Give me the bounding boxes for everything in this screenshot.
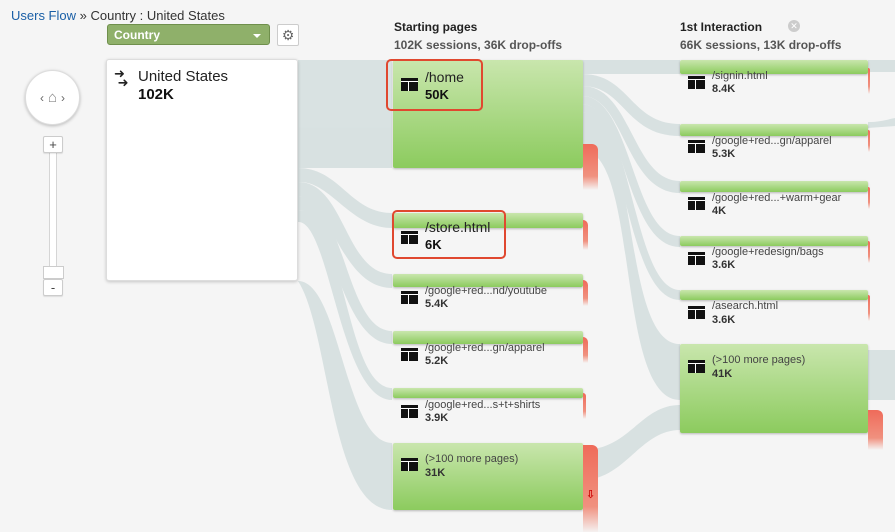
interaction-page-node[interactable]: /google+red...gn/apparel 5.3K bbox=[680, 124, 870, 160]
column-title: Starting pages bbox=[394, 20, 478, 34]
page-label: /google+red...+warm+gear bbox=[712, 192, 842, 204]
breadcrumb-separator: » bbox=[76, 8, 91, 23]
dropoff-arrow-icon: ⇩ bbox=[586, 489, 596, 501]
pan-navigator: ‹ ⌂ › bbox=[25, 70, 80, 125]
page-label: /google+red...s+t+shirts bbox=[425, 399, 541, 411]
column-summary: 66K sessions, 13K drop-offs bbox=[680, 38, 842, 52]
close-icon[interactable]: ✕ bbox=[788, 20, 800, 32]
page-count: 8.4K bbox=[712, 83, 736, 95]
page-label: /signin.html bbox=[712, 70, 768, 82]
page-label: /google+red...nd/youtube bbox=[425, 285, 548, 297]
column-summary: 102K sessions, 36K drop-offs bbox=[394, 38, 563, 52]
page-label: /google+redesign/bags bbox=[712, 246, 824, 258]
starting-page-node[interactable]: /home 50K bbox=[393, 60, 598, 190]
breadcrumb-current: Country : United States bbox=[90, 8, 225, 23]
column-title: 1st Interaction bbox=[680, 20, 763, 34]
dimension-dropdown[interactable]: Country bbox=[107, 24, 270, 45]
page-icon bbox=[688, 197, 705, 210]
page-icon bbox=[401, 231, 418, 244]
page-label: (>100 more pages) bbox=[712, 354, 806, 366]
page-label: /home bbox=[425, 69, 464, 85]
dimension-dropdown-label: Country bbox=[114, 28, 160, 42]
page-icon bbox=[401, 458, 418, 471]
page-icon bbox=[401, 405, 418, 418]
page-count: 3.6K bbox=[712, 314, 736, 326]
gear-icon: ⚙ bbox=[281, 27, 295, 43]
page-label: (>100 more pages) bbox=[425, 453, 519, 465]
home-icon[interactable]: ⌂ bbox=[47, 89, 58, 106]
pan-left-button[interactable]: ‹ bbox=[39, 90, 44, 105]
entrance-arrows-icon: ➜ ➜ bbox=[114, 66, 129, 90]
column-header-starting-pages: Starting pages 102K sessions, 36K drop-o… bbox=[394, 20, 562, 52]
interaction-page-node[interactable]: /asearch.html 3.6K bbox=[680, 290, 870, 326]
page-count: 5.3K bbox=[712, 148, 736, 160]
page-count: 3.6K bbox=[712, 259, 736, 271]
interaction-page-node[interactable]: /google+redesign/bags 3.6K bbox=[680, 236, 870, 271]
page-count: 6K bbox=[425, 237, 442, 252]
breadcrumb: Users Flow » Country : United States bbox=[11, 8, 225, 23]
page-count: 50K bbox=[425, 87, 449, 102]
interaction-page-node[interactable]: /google+red...+warm+gear 4K bbox=[680, 181, 870, 217]
column-header-1st-interaction: 1st Interaction 66K sessions, 13K drop-o… bbox=[680, 20, 841, 52]
zoom-out-button[interactable]: - bbox=[43, 279, 63, 296]
breadcrumb-users-flow-link[interactable]: Users Flow bbox=[11, 8, 77, 23]
settings-button[interactable]: ⚙ bbox=[277, 24, 299, 46]
page-icon bbox=[688, 140, 705, 153]
country-name: United States bbox=[138, 68, 229, 85]
page-label: /store.html bbox=[425, 219, 491, 235]
page-count: 3.9K bbox=[425, 412, 449, 424]
page-count: 5.4K bbox=[425, 298, 449, 310]
page-count: 31K bbox=[425, 467, 446, 479]
zoom-in-button[interactable]: + bbox=[43, 136, 63, 153]
starting-page-node[interactable]: ⇩ (>100 more pages) 31K bbox=[393, 443, 598, 532]
page-icon bbox=[401, 78, 418, 91]
starting-page-node[interactable]: /google+red...gn/apparel 5.2K bbox=[393, 331, 588, 367]
page-icon bbox=[401, 291, 418, 304]
pan-right-button[interactable]: › bbox=[61, 90, 66, 105]
interaction-page-node[interactable]: /signin.html 8.4K bbox=[680, 60, 870, 95]
page-icon bbox=[688, 360, 705, 373]
country-node-united-states[interactable]: ➜ ➜ United States 102K bbox=[106, 59, 298, 281]
starting-page-node[interactable]: /store.html 6K bbox=[393, 213, 588, 252]
page-count: 5.2K bbox=[425, 355, 449, 367]
page-icon bbox=[688, 76, 705, 89]
page-label: /asearch.html bbox=[712, 300, 779, 312]
page-icon bbox=[688, 306, 705, 319]
starting-page-node[interactable]: /google+red...nd/youtube 5.4K bbox=[393, 274, 588, 310]
starting-page-node[interactable]: /google+red...s+t+shirts 3.9K bbox=[393, 388, 586, 424]
interaction-page-node[interactable]: (>100 more pages) 41K bbox=[680, 344, 883, 450]
page-count: 41K bbox=[712, 368, 733, 380]
page-count: 4K bbox=[712, 205, 727, 217]
page-icon bbox=[401, 348, 418, 361]
page-label: /google+red...gn/apparel bbox=[425, 342, 545, 354]
zoom-slider-handle[interactable] bbox=[43, 266, 64, 279]
page-icon bbox=[688, 252, 705, 265]
country-sessions: 102K bbox=[138, 86, 174, 103]
page-label: /google+red...gn/apparel bbox=[712, 135, 832, 147]
chevron-down-icon bbox=[253, 34, 261, 38]
